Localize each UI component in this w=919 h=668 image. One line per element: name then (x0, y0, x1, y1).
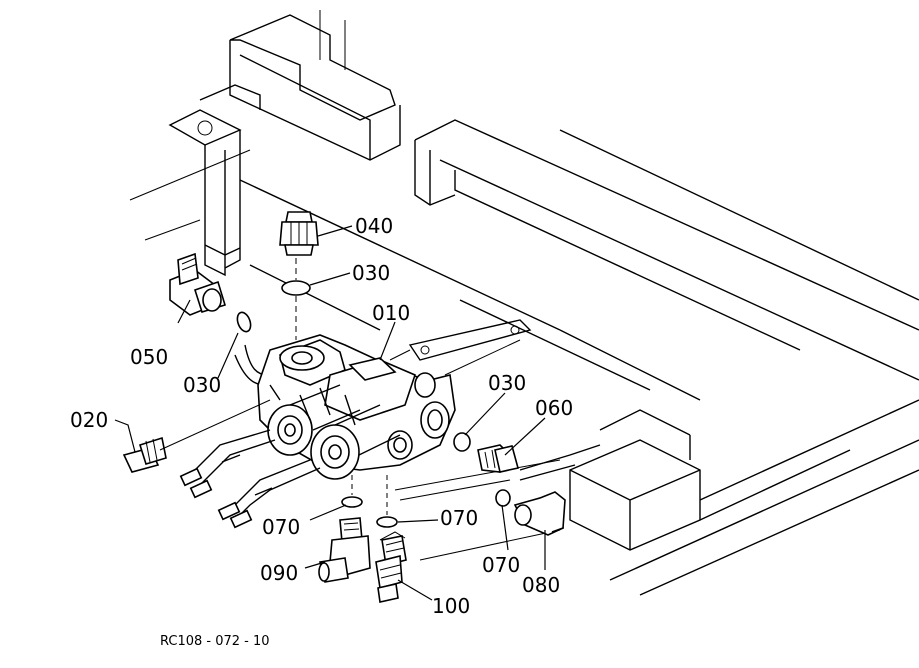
o-ring-030-top (281, 280, 311, 296)
elbow-080 (513, 491, 566, 536)
o-ring-070-right (495, 489, 511, 507)
callouts: 040 030 010 050 030 020 030 060 070 070 … (70, 214, 573, 618)
callout-050: 050 (130, 345, 168, 369)
o-ring-070-mid (376, 516, 398, 528)
callout-070-mid: 070 (440, 506, 478, 530)
elbow-100 (375, 531, 407, 603)
callout-010: 010 (372, 301, 410, 325)
leader-lines (114, 225, 546, 601)
callout-080: 080 (522, 573, 560, 597)
callout-030-top: 030 (352, 261, 390, 285)
o-ring-030-right (453, 432, 471, 452)
elbow-090 (318, 517, 371, 583)
callout-070-left: 070 (262, 515, 300, 539)
frame-structure (129, 10, 919, 596)
fitting-040 (279, 211, 319, 256)
reference-code: RC108 - 072 - 10 (160, 634, 270, 649)
fitting-060 (477, 444, 519, 473)
wire-harness (179, 429, 321, 529)
valve-body-010 (257, 334, 456, 480)
elbow-050 (169, 252, 226, 316)
callout-030-right: 030 (488, 371, 526, 395)
callout-100: 100 (432, 594, 470, 618)
o-ring-030-left (236, 311, 252, 333)
callout-060: 060 (535, 396, 573, 420)
callout-040: 040 (355, 214, 393, 238)
callout-090: 090 (260, 561, 298, 585)
callout-070-right: 070 (482, 553, 520, 577)
callout-020: 020 (70, 408, 108, 432)
callout-030-left: 030 (183, 373, 221, 397)
o-ring-070-left (341, 496, 363, 508)
plug-020 (122, 399, 271, 473)
